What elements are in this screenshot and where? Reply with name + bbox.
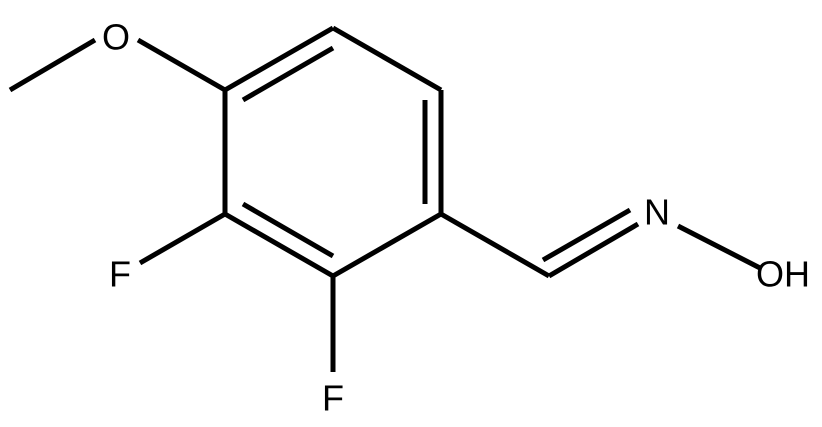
bond-ch-n-second [541,207,632,263]
bond-c5-c6 [331,25,443,93]
bond-c2-c3-inner [241,201,335,259]
bond-c3-f [138,211,227,266]
bond-n-o [676,223,762,271]
atom-hydroxyl: OH [756,254,810,295]
bond-c1-ch [439,211,551,279]
atom-oxygen-methoxy: O [102,17,130,58]
atom-fluorine-2: F [322,378,344,419]
bond-c1-c2 [331,211,443,279]
bond-c2-c3 [223,211,335,279]
bond-ch-n [547,221,640,279]
atom-fluorine-3: F [109,254,131,295]
atom-nitrogen: N [644,192,670,233]
bond-c4-c5 [223,25,335,93]
bond-methyl-o [8,37,97,93]
bond-o-c4 [136,37,227,93]
bond-c4-c5-inner [241,45,335,103]
